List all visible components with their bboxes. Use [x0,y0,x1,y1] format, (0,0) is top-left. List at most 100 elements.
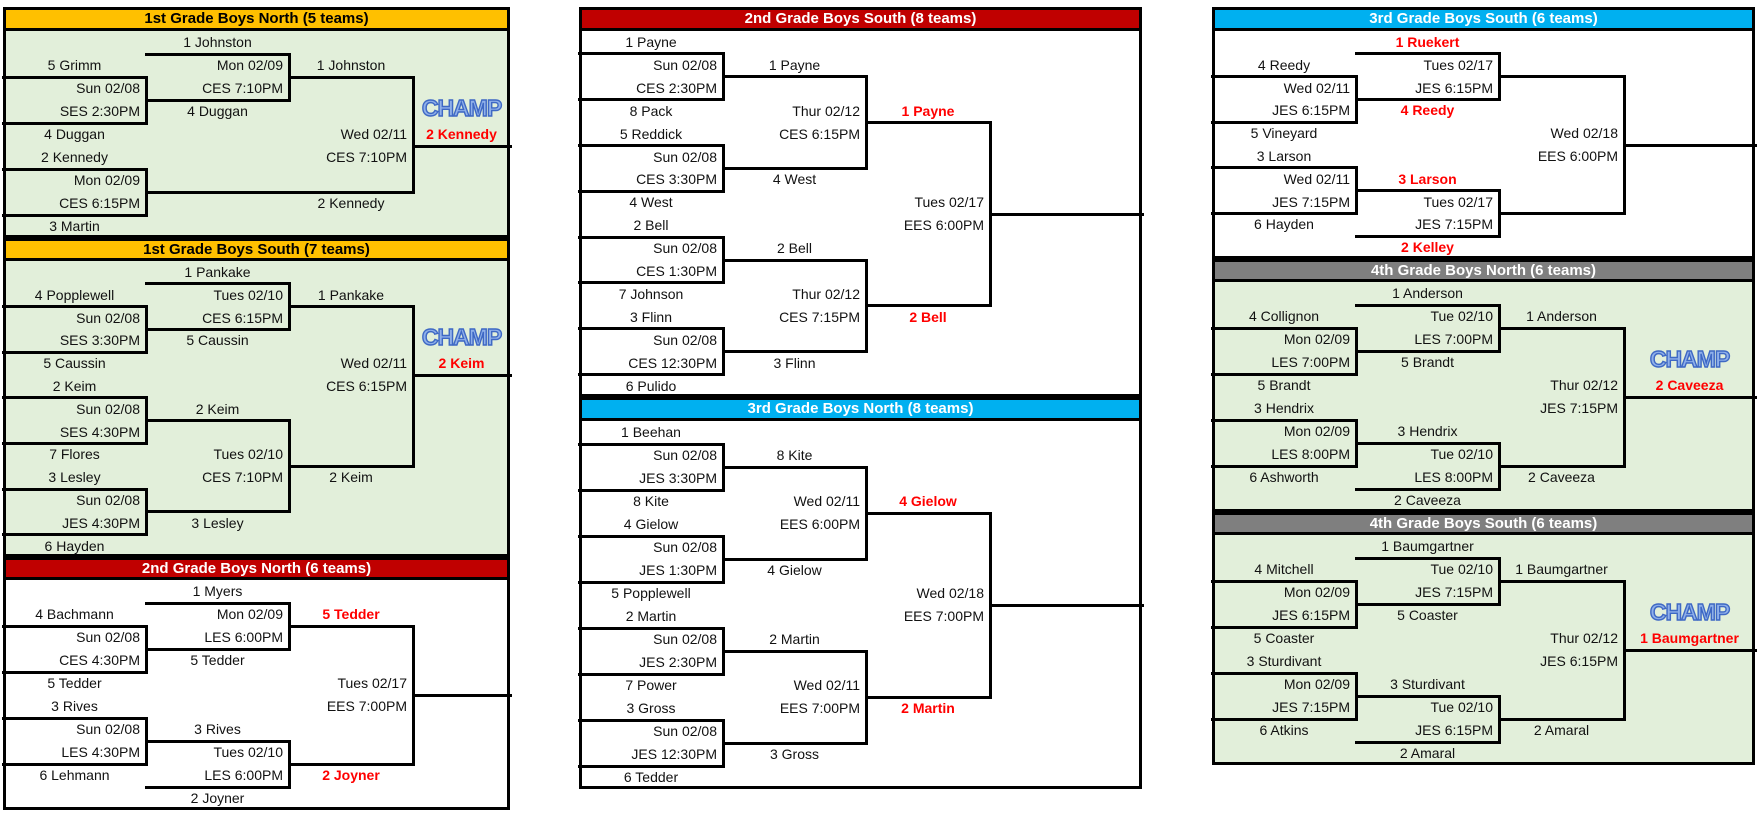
bracket-line [722,649,868,653]
bracket-line [1211,625,1358,629]
bracket-line [1211,211,1358,215]
bracket-line [1211,372,1358,376]
team-name: 3 Gross [626,700,676,716]
bracket-line [1498,75,1626,79]
bracket-line [1498,211,1626,215]
bracket-line [2,121,148,125]
game-time: Sun 02/08 [76,309,140,326]
bracket-line [412,144,512,148]
team-name: 1 Johnston [183,34,252,50]
bracket-line [1355,52,1501,56]
game-time: CES 4:30PM [59,652,140,668]
bracket-line [2,624,148,628]
bracket-line [2,487,148,491]
game-time: SES 4:30PM [59,423,140,440]
bracket-line [989,603,1144,607]
team-name: 4 Collignon [1248,308,1320,324]
bracket-line [864,649,868,745]
team-name: 3 Larson [1256,148,1312,164]
game-time: Sun 02/08 [76,400,140,417]
bracket-line [1354,579,1358,629]
team-name: 6 Pulido [625,377,677,394]
bracket-line [287,601,291,651]
champ-logo: CHAMP [1649,599,1731,625]
bracket-line [721,235,725,285]
team-name: 3 Gross [769,746,819,762]
bracket-line [1355,441,1501,445]
bracket-line [411,305,415,468]
game-time: Mon 02/09 [216,606,283,622]
team-name: 3 Martin [49,218,100,234]
bracket-line [865,511,992,515]
bracket-line [578,672,725,676]
game-time: EES 6:00PM [1537,148,1618,164]
game-time: Sun 02/08 [76,629,140,645]
team-name: 4 West [772,171,817,188]
bracket-line [1211,418,1358,422]
bracket-title: 2nd Grade Boys North (6 teams) [3,557,510,580]
game-time: LES 7:00PM [1414,331,1493,347]
bracket-line [288,762,415,766]
team-name: 2 Martin [769,631,820,647]
bracket-line [2,670,148,674]
bracket-line [1354,75,1358,124]
team-name: 6 Atkins [1259,722,1309,738]
bracket-line [864,465,868,561]
bracket-line [989,212,1144,216]
game-time: Tues 02/10 [213,744,283,760]
bracket-line [144,396,148,445]
bracket-line [722,557,868,561]
team-name: 5 Brandt [1401,354,1454,370]
bracket-line [1355,602,1501,606]
team-name: 1 Baumgartner [1515,561,1608,577]
bracket-line [288,464,415,468]
game-time: SES 3:30PM [59,332,140,349]
game-time: JES 7:15PM [1415,584,1493,600]
bracket-line [1497,694,1501,744]
bracket-line [722,465,868,469]
bracket-line [1355,556,1501,560]
team-name: 4 Mitchell [1254,561,1314,577]
bracket-line [578,281,725,285]
team-name: 3 Lesley [48,469,101,486]
team-name: 5 Coaster [1397,607,1458,623]
winner-name: 2 Bell [909,308,947,325]
bracket-line [287,282,291,331]
bracket-line [2,167,148,171]
team-name: 5 Caussin [186,332,249,349]
bracket-line [1623,143,1757,147]
winner-name: 4 Gielow [899,493,957,509]
team-name: 5 Reddick [619,125,683,142]
bracket-line [144,167,148,217]
game-time: JES 7:15PM [1272,193,1350,210]
bracket-line [1497,556,1501,606]
bracket-title: 4th Grade Boys South (6 teams) [1212,512,1755,535]
bracket-line [864,75,868,170]
bracket-line [1622,326,1626,468]
bracket-line [864,258,868,354]
game-time: JES 4:30PM [62,514,140,531]
game-time: Wed 02/18 [1550,125,1618,142]
bracket-line [1498,717,1626,721]
bracket-line [578,764,725,768]
game-time: EES 7:00PM [779,700,860,716]
bracket-line [1355,487,1501,491]
bracket-line [1211,75,1358,79]
bracket-line [865,304,992,308]
game-time: Mon 02/09 [1283,676,1350,692]
team-name: 5 Tedder [47,675,102,691]
game-time: JES 3:30PM [639,470,717,486]
champion-name: 2 Keim [438,355,485,372]
game-time: Tues 02/10 [213,286,283,303]
bracket-title: 1st Grade Boys North (5 teams) [3,7,510,31]
game-time: LES 8:00PM [1414,469,1493,485]
game-time: Thur 02/12 [792,102,860,119]
champion-name: 2 Caveeza [1655,377,1724,393]
bracket-line [412,373,512,377]
game-time: CES 6:15PM [326,378,407,394]
game-time: EES 7:00PM [326,698,407,714]
bracket-line [722,75,868,79]
bracket-line [1497,303,1501,353]
game-time: JES 2:30PM [639,654,717,670]
game-time: Sun 02/08 [653,331,717,348]
